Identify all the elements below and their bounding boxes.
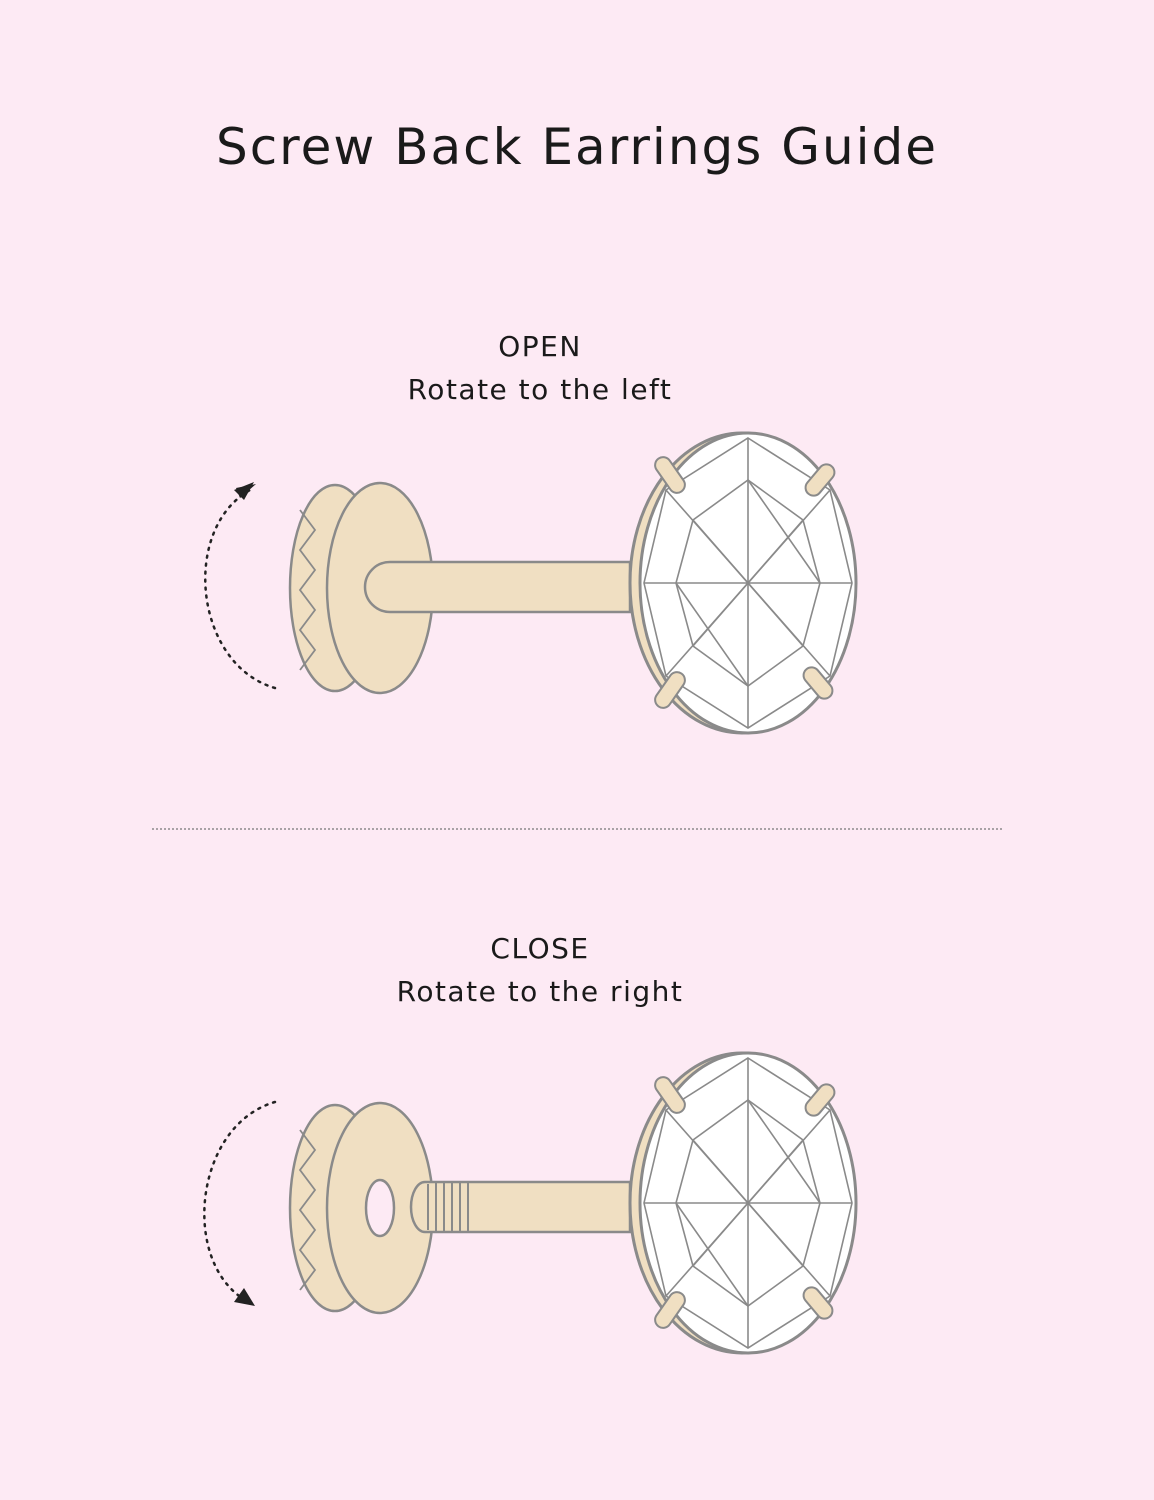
gemstone-head <box>628 1051 858 1355</box>
close-earring-illustration <box>0 1040 1154 1400</box>
section-divider <box>152 828 1002 830</box>
prongs <box>654 1076 836 1329</box>
earring-post <box>363 560 632 614</box>
gemstone-head <box>628 431 858 735</box>
page-title: Screw Back Earrings Guide <box>215 118 939 176</box>
open-earring-illustration <box>0 420 1154 780</box>
open-instruction: Rotate to the left <box>407 373 673 406</box>
prongs <box>654 456 836 709</box>
rotate-left-arrow-icon <box>204 482 277 690</box>
threaded-post <box>409 1180 632 1234</box>
screw-back-disc <box>288 1101 435 1315</box>
rotate-right-arrow-icon <box>203 1100 277 1306</box>
open-heading: OPEN <box>498 330 582 363</box>
close-instruction: Rotate to the right <box>396 975 684 1008</box>
close-heading: CLOSE <box>490 932 590 965</box>
